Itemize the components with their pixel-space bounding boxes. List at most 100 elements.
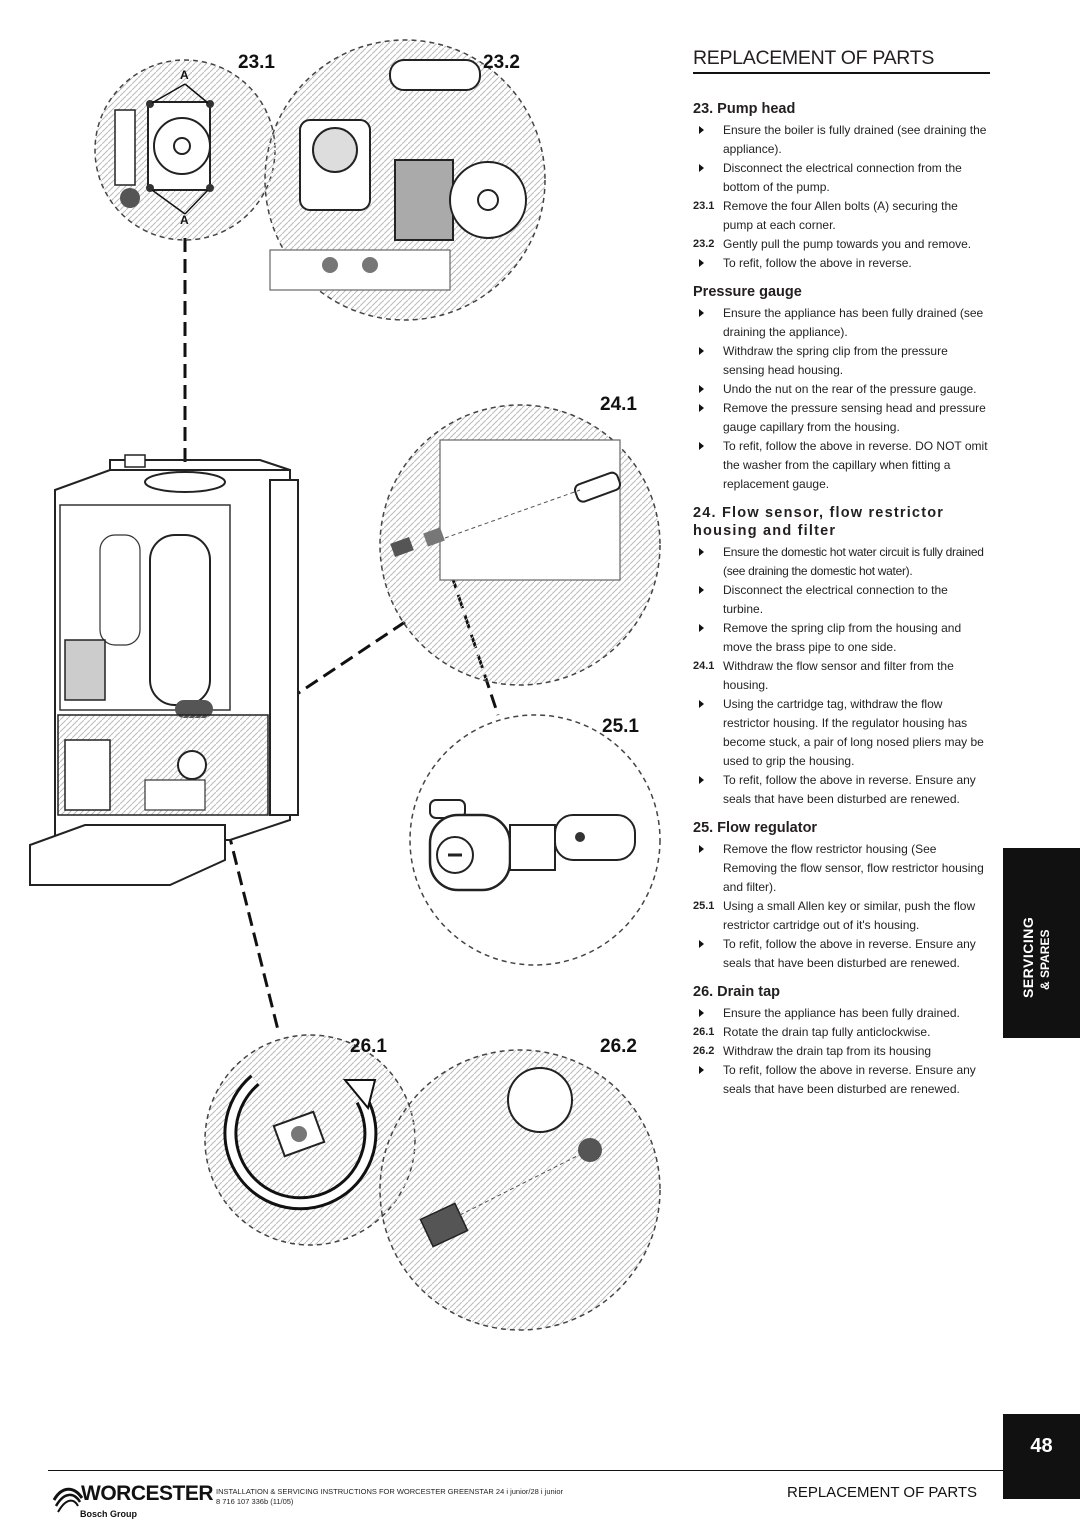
detail-circle-24-1 xyxy=(379,404,661,686)
step-text: Withdraw the spring clip from the pressu… xyxy=(723,344,948,377)
bullet-arrow-icon xyxy=(699,548,704,556)
step-item: Ensure the domestic hot water circuit is… xyxy=(693,543,991,581)
step-item: 26.1 Rotate the drain tap fully anticlock… xyxy=(693,1023,991,1042)
bullet-arrow-icon xyxy=(699,776,704,784)
figure-label-23-2: 23.2 xyxy=(483,52,520,73)
figure-label-25-1: 25.1 xyxy=(602,716,639,737)
figure-label-26-1: 26.1 xyxy=(350,1036,387,1057)
step-item: To refit, follow the above in reverse. D… xyxy=(693,437,991,494)
figure-label-24-1: 24.1 xyxy=(600,394,637,415)
side-tab-servicing: SERVICING xyxy=(1020,916,1036,998)
section-pump-head: 23. Pump head Ensure the boiler is fully… xyxy=(693,100,991,273)
bullet-arrow-icon xyxy=(699,700,704,708)
step-text: To refit, follow the above in reverse. D… xyxy=(723,439,988,491)
worcester-logo-icon xyxy=(52,1487,84,1513)
detail-circle-23-2 xyxy=(264,39,546,321)
step-item: Ensure the appliance has been fully drai… xyxy=(693,304,991,342)
boiler-body xyxy=(29,454,299,886)
step-text: Withdraw the flow sensor and filter from… xyxy=(723,659,954,692)
step-number: 25.1 xyxy=(693,900,715,912)
step-text: Using the cartridge tag, withdraw the fl… xyxy=(723,697,984,768)
page-title: REPLACEMENT OF PARTS xyxy=(693,47,990,74)
detail-circle-23-1 xyxy=(94,59,276,241)
step-text: To refit, follow the above in reverse. xyxy=(723,256,912,270)
step-text: Ensure the domestic hot water circuit is… xyxy=(723,545,984,578)
step-text: To refit, follow the above in reverse. E… xyxy=(723,1063,976,1096)
step-number: 24.1 xyxy=(693,660,715,672)
step-item: Undo the nut on the rear of the pressure… xyxy=(693,380,991,399)
step-item: Disconnect the electrical connection to … xyxy=(693,581,991,619)
bullet-arrow-icon xyxy=(699,259,704,267)
step-item: Withdraw the spring clip from the pressu… xyxy=(693,342,991,380)
step-text: Remove the four Allen bolts (A) securing… xyxy=(723,199,958,232)
footer-rule xyxy=(48,1470,1003,1471)
step-item: To refit, follow the above in reverse. xyxy=(693,254,991,273)
document-code: 8 716 107 336b (11/05) xyxy=(216,1497,294,1506)
section-drain-tap: 26. Drain tap Ensure the appliance has b… xyxy=(693,983,991,1099)
step-text: Ensure the appliance has been fully drai… xyxy=(723,1006,960,1020)
figure-label-26-2: 26.2 xyxy=(600,1036,637,1057)
illustration-panel: A A xyxy=(29,39,661,1331)
step-text: Remove the spring clip from the housing … xyxy=(723,621,962,654)
step-text: Withdraw the drain tap from its housing xyxy=(723,1044,932,1058)
step-number: 23.1 xyxy=(693,200,715,212)
bullet-arrow-icon xyxy=(699,845,704,853)
step-item: To refit, follow the above in reverse. E… xyxy=(693,771,991,809)
page-number: 48 xyxy=(1003,1414,1080,1499)
step-text: To refit, follow the above in reverse. E… xyxy=(723,937,976,970)
step-text: Remove the flow restrictor housing (See … xyxy=(723,842,984,894)
bullet-arrow-icon xyxy=(699,309,704,317)
bullet-arrow-icon xyxy=(699,347,704,355)
footer-section-title: REPLACEMENT OF PARTS xyxy=(787,1484,978,1501)
step-text: Disconnect the electrical connection to … xyxy=(723,583,948,616)
allen-bolt-letter-top: A xyxy=(180,68,189,82)
step-text: Ensure the boiler is fully drained (see … xyxy=(723,123,987,156)
figure-label-23-1: 23.1 xyxy=(238,52,275,73)
step-item: Ensure the boiler is fully drained (see … xyxy=(693,121,991,159)
side-tab-spares: & SPARES xyxy=(1038,929,1052,990)
step-item: 24.1 Withdraw the flow sensor and filter … xyxy=(693,657,991,695)
section-heading: 26. Drain tap xyxy=(693,984,781,1000)
step-item: 26.2 Withdraw the drain tap from its hous… xyxy=(693,1042,991,1061)
step-item: Using the cartridge tag, withdraw the fl… xyxy=(693,695,991,771)
section-heading: 24. Flow sensor, flow restrictor housing… xyxy=(693,505,945,539)
step-text: Undo the nut on the rear of the pressure… xyxy=(723,382,977,396)
step-item: 23.1 Remove the four Allen bolts (A) secu… xyxy=(693,197,991,235)
step-number: 26.1 xyxy=(693,1026,715,1038)
step-text: To refit, follow the above in reverse. E… xyxy=(723,773,976,806)
detail-circle-26-2 xyxy=(379,1049,661,1331)
section-heading: Pressure gauge xyxy=(693,284,802,300)
step-item: Disconnect the electrical connection fro… xyxy=(693,159,991,197)
bullet-arrow-icon xyxy=(699,586,704,594)
section-pressure-gauge: Pressure gauge Ensure the appliance has … xyxy=(693,283,991,494)
step-number: 23.2 xyxy=(693,238,715,250)
step-item: Remove the flow restrictor housing (See … xyxy=(693,840,991,897)
bullet-arrow-icon xyxy=(699,1009,704,1017)
section-heading: 23. Pump head xyxy=(693,101,796,117)
bullet-arrow-icon xyxy=(699,164,704,172)
step-text: Gently pull the pump towards you and rem… xyxy=(723,237,972,251)
bullet-arrow-icon xyxy=(699,940,704,948)
step-item: Remove the pressure sensing head and pre… xyxy=(693,399,991,437)
bullet-arrow-icon xyxy=(699,442,704,450)
bullet-arrow-icon xyxy=(699,624,704,632)
bullet-arrow-icon xyxy=(699,385,704,393)
step-item: To refit, follow the above in reverse. E… xyxy=(693,935,991,973)
section-flow-sensor: 24. Flow sensor, flow restrictor housing… xyxy=(693,504,991,809)
bullet-arrow-icon xyxy=(699,1066,704,1074)
step-text: Rotate the drain tap fully anticlockwise… xyxy=(723,1025,931,1039)
detail-circle-26-1 xyxy=(204,1034,416,1246)
detail-circle-25-1 xyxy=(409,714,661,966)
bullet-arrow-icon xyxy=(699,126,704,134)
step-text: Disconnect the electrical connection fro… xyxy=(723,161,962,194)
step-item: 23.2 Gently pull the pump towards you and… xyxy=(693,235,991,254)
step-item: 25.1 Using a small Allen key or similar, … xyxy=(693,897,991,935)
step-item: Remove the spring clip from the housing … xyxy=(693,619,991,657)
step-item: Ensure the appliance has been fully drai… xyxy=(693,1004,991,1023)
step-item: To refit, follow the above in reverse. E… xyxy=(693,1061,991,1099)
brand-group: Bosch Group xyxy=(80,1509,138,1519)
instructions-column: 23. Pump head Ensure the boiler is fully… xyxy=(693,100,991,1109)
step-number: 26.2 xyxy=(693,1045,715,1057)
step-text: Using a small Allen key or similar, push… xyxy=(723,899,976,932)
step-text: Ensure the appliance has been fully drai… xyxy=(723,306,984,339)
